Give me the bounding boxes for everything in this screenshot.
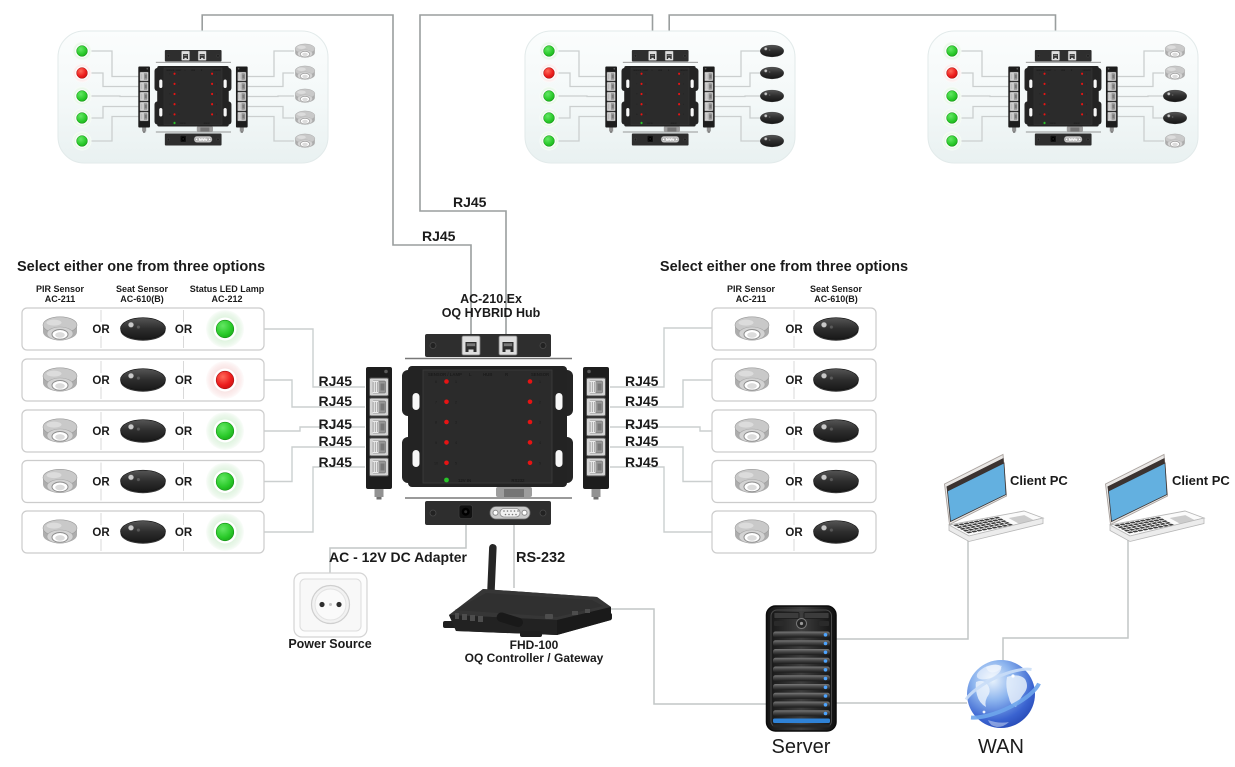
svg-text:OR: OR xyxy=(175,477,193,489)
svg-text:AC-212: AC-212 xyxy=(211,294,242,304)
svg-text:RS-232: RS-232 xyxy=(516,550,565,566)
svg-text:WAN: WAN xyxy=(978,736,1024,758)
svg-text:OR: OR xyxy=(175,426,193,438)
svg-text:Seat Sensor: Seat Sensor xyxy=(810,284,863,294)
svg-text:OR: OR xyxy=(785,324,803,336)
svg-text:OR: OR xyxy=(92,324,110,336)
svg-text:RJ45: RJ45 xyxy=(422,228,456,244)
svg-text:AC-211: AC-211 xyxy=(736,294,767,304)
svg-text:FHD-100: FHD-100 xyxy=(510,638,559,652)
svg-text:Select either one from three o: Select either one from three options xyxy=(17,259,265,275)
svg-text:RJ45: RJ45 xyxy=(625,433,659,449)
svg-text:RJ45: RJ45 xyxy=(319,433,353,449)
svg-text:OR: OR xyxy=(175,527,193,539)
svg-text:RJ45: RJ45 xyxy=(319,393,353,409)
svg-text:OR: OR xyxy=(785,375,803,387)
svg-text:RJ45: RJ45 xyxy=(625,454,659,470)
svg-text:AC - 12V DC Adapter: AC - 12V DC Adapter xyxy=(329,549,468,565)
svg-text:Server: Server xyxy=(772,736,831,758)
svg-text:Select either one from three o: Select either one from three options xyxy=(660,259,908,275)
svg-text:OR: OR xyxy=(785,477,803,489)
svg-text:Status LED Lamp: Status LED Lamp xyxy=(190,284,265,294)
svg-text:RJ45: RJ45 xyxy=(453,194,487,210)
svg-text:AC-610(B): AC-610(B) xyxy=(120,294,164,304)
svg-text:OR: OR xyxy=(785,527,803,539)
svg-text:Seat Sensor: Seat Sensor xyxy=(116,284,169,294)
svg-text:AC-210.Ex: AC-210.Ex xyxy=(460,292,522,306)
svg-text:RJ45: RJ45 xyxy=(319,373,353,389)
svg-text:RJ45: RJ45 xyxy=(319,454,353,470)
svg-text:AC-211: AC-211 xyxy=(45,294,76,304)
svg-text:RJ45: RJ45 xyxy=(625,416,659,432)
svg-text:OR: OR xyxy=(785,426,803,438)
svg-text:AC-610(B): AC-610(B) xyxy=(814,294,858,304)
svg-text:Client PC: Client PC xyxy=(1010,473,1068,488)
svg-text:OR: OR xyxy=(92,375,110,387)
svg-text:Client PC: Client PC xyxy=(1172,473,1230,488)
svg-text:PIR Sensor: PIR Sensor xyxy=(727,284,776,294)
svg-text:OR: OR xyxy=(92,477,110,489)
svg-text:OQ HYBRID Hub: OQ HYBRID Hub xyxy=(442,306,541,320)
svg-text:RJ45: RJ45 xyxy=(319,416,353,432)
svg-text:OR: OR xyxy=(92,527,110,539)
svg-text:Power Source: Power Source xyxy=(288,637,371,651)
svg-text:OR: OR xyxy=(175,324,193,336)
svg-text:RJ45: RJ45 xyxy=(625,393,659,409)
svg-text:OR: OR xyxy=(175,375,193,387)
svg-text:RJ45: RJ45 xyxy=(625,373,659,389)
svg-text:PIR Sensor: PIR Sensor xyxy=(36,284,85,294)
svg-text:OR: OR xyxy=(92,426,110,438)
svg-text:OQ Controller / Gateway: OQ Controller / Gateway xyxy=(465,651,604,665)
